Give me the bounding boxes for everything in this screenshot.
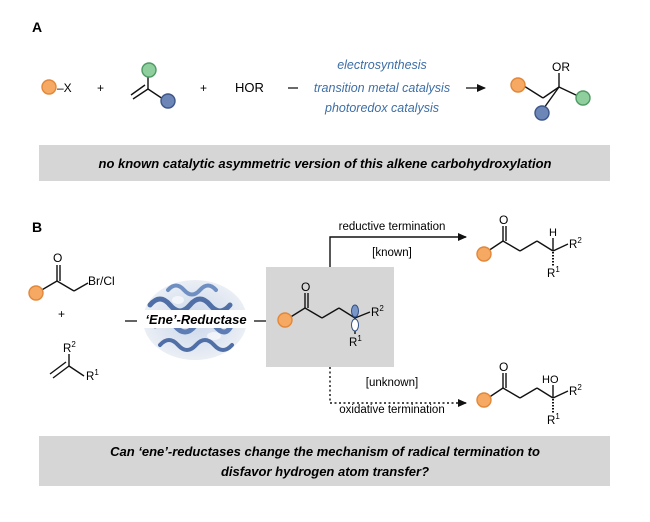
banner-b-line2: disfavor hydrogen atom transfer? bbox=[221, 464, 429, 479]
ene-reductase-label: ‘Ene’-Reductase bbox=[145, 312, 246, 327]
haloketone-o: O bbox=[53, 251, 62, 265]
reductive-arrow bbox=[329, 233, 467, 267]
oxidative-product-r1: R1 bbox=[547, 412, 560, 427]
product-a-or: OR bbox=[552, 60, 570, 74]
plus-sign-2: + bbox=[200, 81, 207, 95]
alkene-reagent-b bbox=[49, 354, 85, 379]
reductive-product-h: H bbox=[549, 227, 557, 239]
reductive-product-structure bbox=[476, 226, 569, 266]
panel-a-label: A bbox=[32, 19, 42, 35]
method-text-backdrop bbox=[298, 55, 466, 119]
oxidative-arrow bbox=[329, 367, 467, 407]
haloketone-structure bbox=[28, 265, 89, 301]
plus-sign-1: + bbox=[97, 81, 104, 95]
banner-b-line1: Can ‘ene’-reductases change the mechanis… bbox=[110, 444, 540, 459]
reductive-product-r2: R2 bbox=[569, 236, 582, 251]
banner-b bbox=[39, 436, 610, 486]
panel-b-label: B bbox=[32, 219, 42, 235]
oxidative-product-r2: R2 bbox=[569, 383, 582, 398]
method-photoredox-catalysis: photoredox catalysis bbox=[324, 101, 439, 115]
method-transition-metal-catalysis: transition metal catalysis bbox=[314, 81, 450, 95]
radical-o: O bbox=[301, 280, 310, 294]
product-a-structure bbox=[510, 73, 591, 121]
hor-reagent: HOR bbox=[235, 80, 264, 95]
alkene-r2: R2 bbox=[63, 340, 76, 355]
haloketone-halide: Br/Cl bbox=[88, 274, 115, 288]
radical-r2: R2 bbox=[371, 304, 384, 319]
banner-a bbox=[39, 145, 610, 181]
alkene-r1: R1 bbox=[86, 368, 99, 383]
radical-intermediate-structure bbox=[277, 293, 371, 334]
enzyme-label-backdrop bbox=[140, 310, 253, 328]
known-label: [known] bbox=[372, 247, 412, 259]
plus-sign-b: + bbox=[58, 307, 65, 321]
oxidative-product-structure bbox=[476, 373, 569, 413]
alkene-reagent-a bbox=[130, 62, 176, 109]
orange-substituent-circle bbox=[41, 79, 57, 95]
banner-a-text: no known catalytic asymmetric version of… bbox=[99, 156, 552, 171]
oxidative-termination-label: oxidative termination bbox=[339, 404, 444, 416]
reagent-x-text: –X bbox=[57, 81, 72, 95]
oxidative-product-ho: HO bbox=[542, 374, 559, 386]
reductive-product-r1: R1 bbox=[547, 265, 560, 280]
reductive-termination-label: reductive termination bbox=[339, 221, 446, 233]
method-electrosynthesis: electrosynthesis bbox=[337, 58, 427, 72]
unknown-label: [unknown] bbox=[366, 377, 418, 389]
radical-r1: R1 bbox=[349, 334, 362, 349]
oxidative-product-o: O bbox=[499, 360, 508, 374]
reductive-product-o: O bbox=[499, 213, 508, 227]
